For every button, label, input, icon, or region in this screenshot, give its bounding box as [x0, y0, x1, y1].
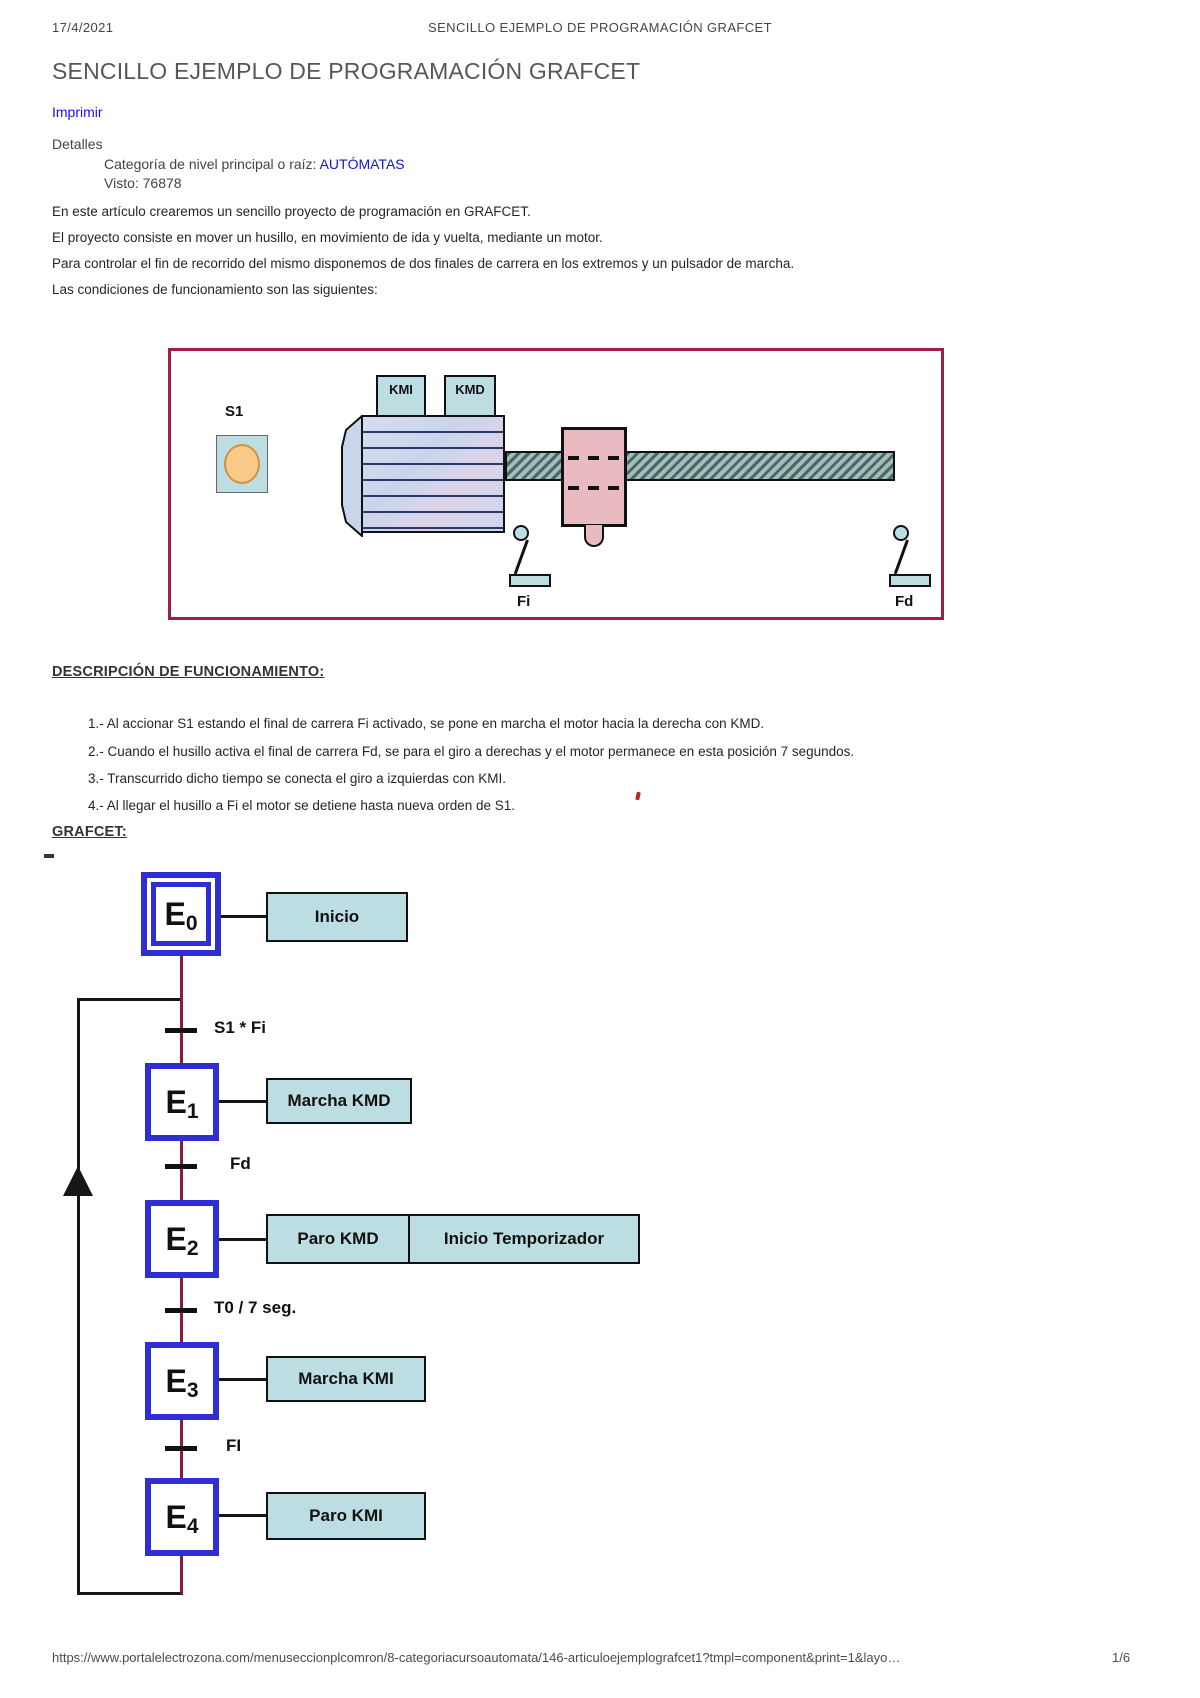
transition-bar-3: [165, 1308, 197, 1313]
transition-label-3: T0 / 7 seg.: [214, 1298, 297, 1317]
feedback-rail-top: [77, 998, 181, 1001]
s1-button-label: S1: [225, 403, 244, 420]
category-link[interactable]: AUTÓMATAS: [319, 156, 405, 172]
step-item-1: 1.- Al accionar S1 estando el final de c…: [88, 716, 765, 731]
page-title: SENCILLO EJEMPLO DE PROGRAMACIÓN GRAFCET: [52, 58, 641, 84]
fd-switch-lever-icon: [893, 539, 909, 575]
state-label-e2: E2: [165, 1221, 199, 1260]
stray-red-mark: [635, 791, 641, 801]
transition-bar-2: [165, 1164, 197, 1169]
fd-switch-label: Fd: [895, 593, 914, 610]
print-link[interactable]: Imprimir: [52, 104, 103, 120]
fi-switch-roller-icon: [513, 525, 529, 541]
fd-switch-base: [889, 574, 931, 587]
feedback-rail-bottom: [77, 1592, 183, 1595]
feedback-rail-left: [77, 998, 80, 1595]
fi-switch-label: Fi: [517, 593, 531, 610]
state-label-e1: E1: [165, 1084, 199, 1123]
motor-body: [361, 415, 505, 533]
action-box-paro-kmi: Paro KMI: [266, 1492, 426, 1540]
carriage-dash-line: [568, 456, 620, 460]
fi-switch-base: [509, 574, 551, 587]
state-box-e4: E4: [145, 1478, 219, 1556]
state-label-e3: E3: [165, 1363, 199, 1402]
feedback-arrow-up-icon: [63, 1166, 93, 1196]
state-label-e0: E0: [164, 896, 198, 935]
step-item-4: 4.- Al llegar el husillo a Fi el motor s…: [88, 798, 516, 813]
footer-url: https://www.portalelectrozona.com/menuse…: [52, 1650, 901, 1665]
state-label-e4: E4: [165, 1499, 199, 1538]
action-box-marcha-kmd: Marcha KMD: [266, 1078, 412, 1124]
state-link-e1-e2: [180, 1141, 183, 1200]
transition-bar-4: [165, 1446, 197, 1451]
transition-label-2: Fd: [230, 1154, 251, 1173]
motor-end-cap: [341, 415, 363, 537]
state-link-e4-loop: [180, 1556, 183, 1594]
action-link-e2: [219, 1238, 266, 1241]
state-box-e2: E2: [145, 1200, 219, 1278]
transition-label-1: S1 * Fi: [214, 1018, 266, 1037]
transition-bar-1: [165, 1028, 197, 1033]
functional-description-heading: DESCRIPCIÓN DE FUNCIONAMIENTO:: [52, 664, 325, 680]
action-link-e1: [219, 1100, 266, 1103]
stray-dash-mark: [44, 854, 54, 858]
action-box-marcha-kmi: Marcha KMI: [266, 1356, 426, 1402]
print-header-title: SENCILLO EJEMPLO DE PROGRAMACIÓN GRAFCET: [428, 20, 772, 35]
transition-label-4: FI: [226, 1436, 242, 1455]
contactor-kmd: KMD: [444, 375, 496, 421]
views-count: Visto: 76878: [104, 175, 182, 191]
state-box-e0: E0: [141, 872, 221, 956]
category-label: Categoría de nivel principal o raíz:: [104, 156, 320, 172]
s1-button-cap-icon: [224, 444, 260, 484]
carriage-block: [561, 427, 627, 527]
state-box-e3: E3: [145, 1342, 219, 1420]
fd-switch-roller-icon: [893, 525, 909, 541]
carriage-pin: [584, 525, 604, 547]
state-box-e1: E1: [145, 1063, 219, 1141]
action-cell-paro-kmd: Paro KMD: [268, 1216, 410, 1262]
intro-paragraph-3: Para controlar el fin de recorrido del m…: [52, 256, 795, 271]
step-item-2: 2.- Cuando el husillo activa el final de…: [88, 744, 855, 759]
print-header-date: 17/4/2021: [52, 20, 114, 35]
details-label: Detalles: [52, 136, 103, 152]
machine-diagram: S1 KMI KMD Fi Fd: [168, 348, 944, 620]
intro-paragraph-4: Las condiciones de funcionamiento son la…: [52, 282, 378, 297]
fi-switch-lever-icon: [513, 539, 529, 575]
action-box-inicio: Inicio: [266, 892, 408, 942]
s1-button: [216, 435, 268, 493]
action-box-paro-kmd-temporizador: Paro KMD Inicio Temporizador: [266, 1214, 640, 1264]
action-cell-inicio-temporizador: Inicio Temporizador: [443, 1229, 605, 1248]
action-link-e3: [219, 1378, 266, 1381]
carriage-dash-line: [568, 486, 620, 490]
state-link-e0-e1: [180, 956, 183, 1063]
action-link-e4: [219, 1514, 266, 1517]
footer-page-number: 1/6: [1112, 1650, 1131, 1665]
action-link-e0: [221, 915, 266, 918]
category-line: Categoría de nivel principal o raíz: AUT…: [104, 156, 405, 172]
intro-paragraph-1: En este artículo crearemos un sencillo p…: [52, 204, 531, 219]
step-item-3: 3.- Transcurrido dicho tiempo se conecta…: [88, 771, 506, 786]
intro-paragraph-2: El proyecto consiste en mover un husillo…: [52, 230, 603, 245]
grafcet-heading: GRAFCET:: [52, 824, 127, 840]
